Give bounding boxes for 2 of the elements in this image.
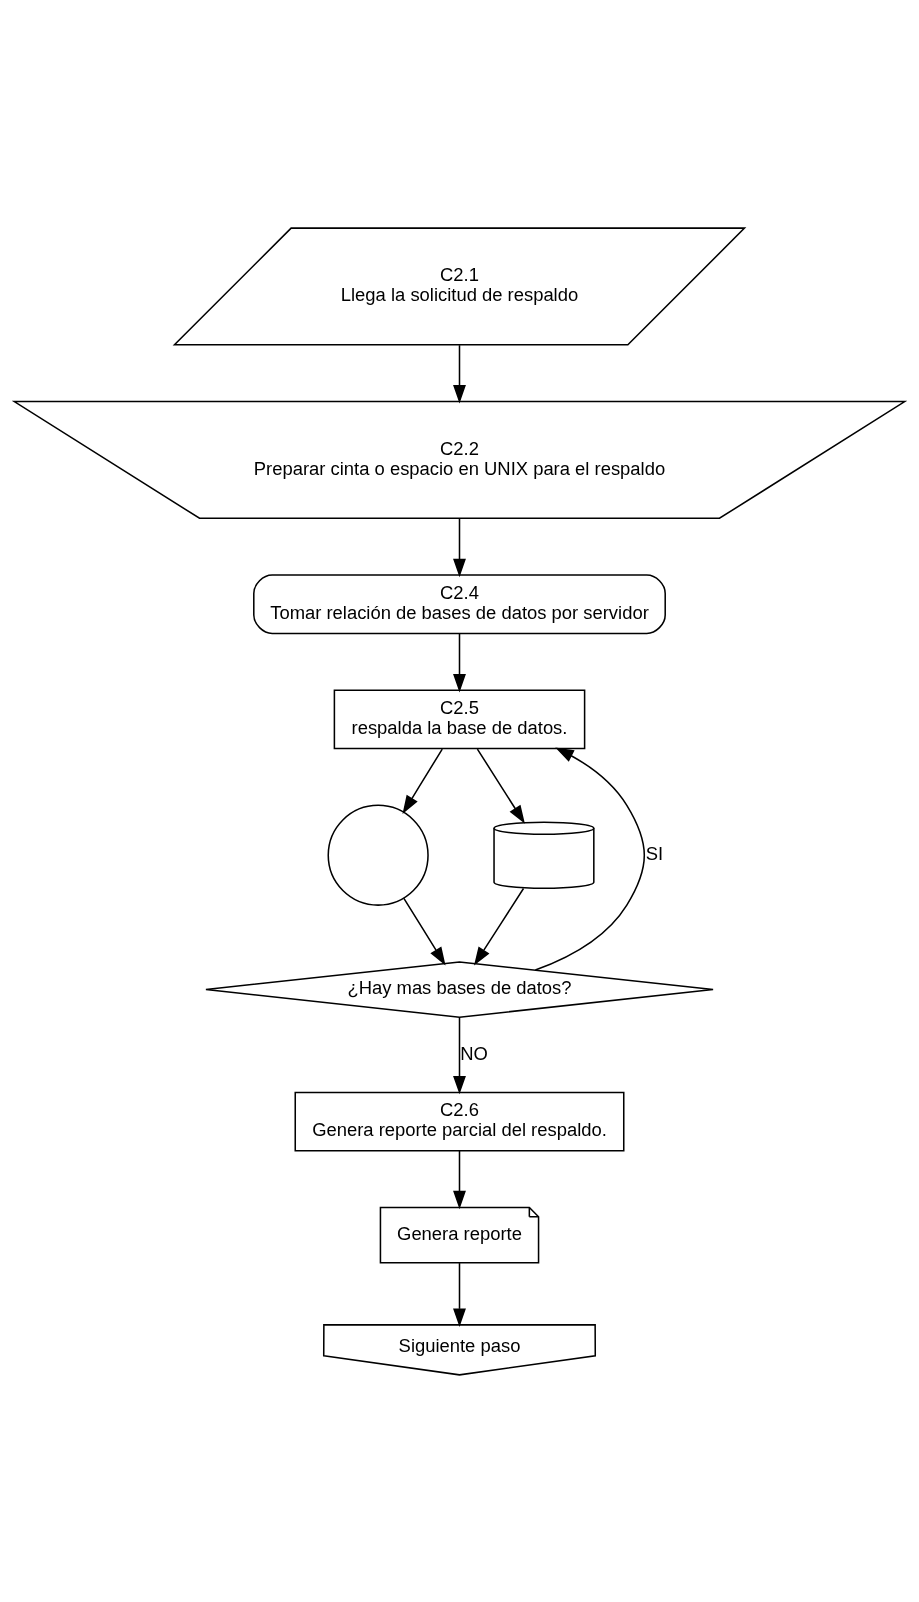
edge-label: NO (460, 1042, 488, 1064)
edge-label: SI (645, 842, 664, 864)
